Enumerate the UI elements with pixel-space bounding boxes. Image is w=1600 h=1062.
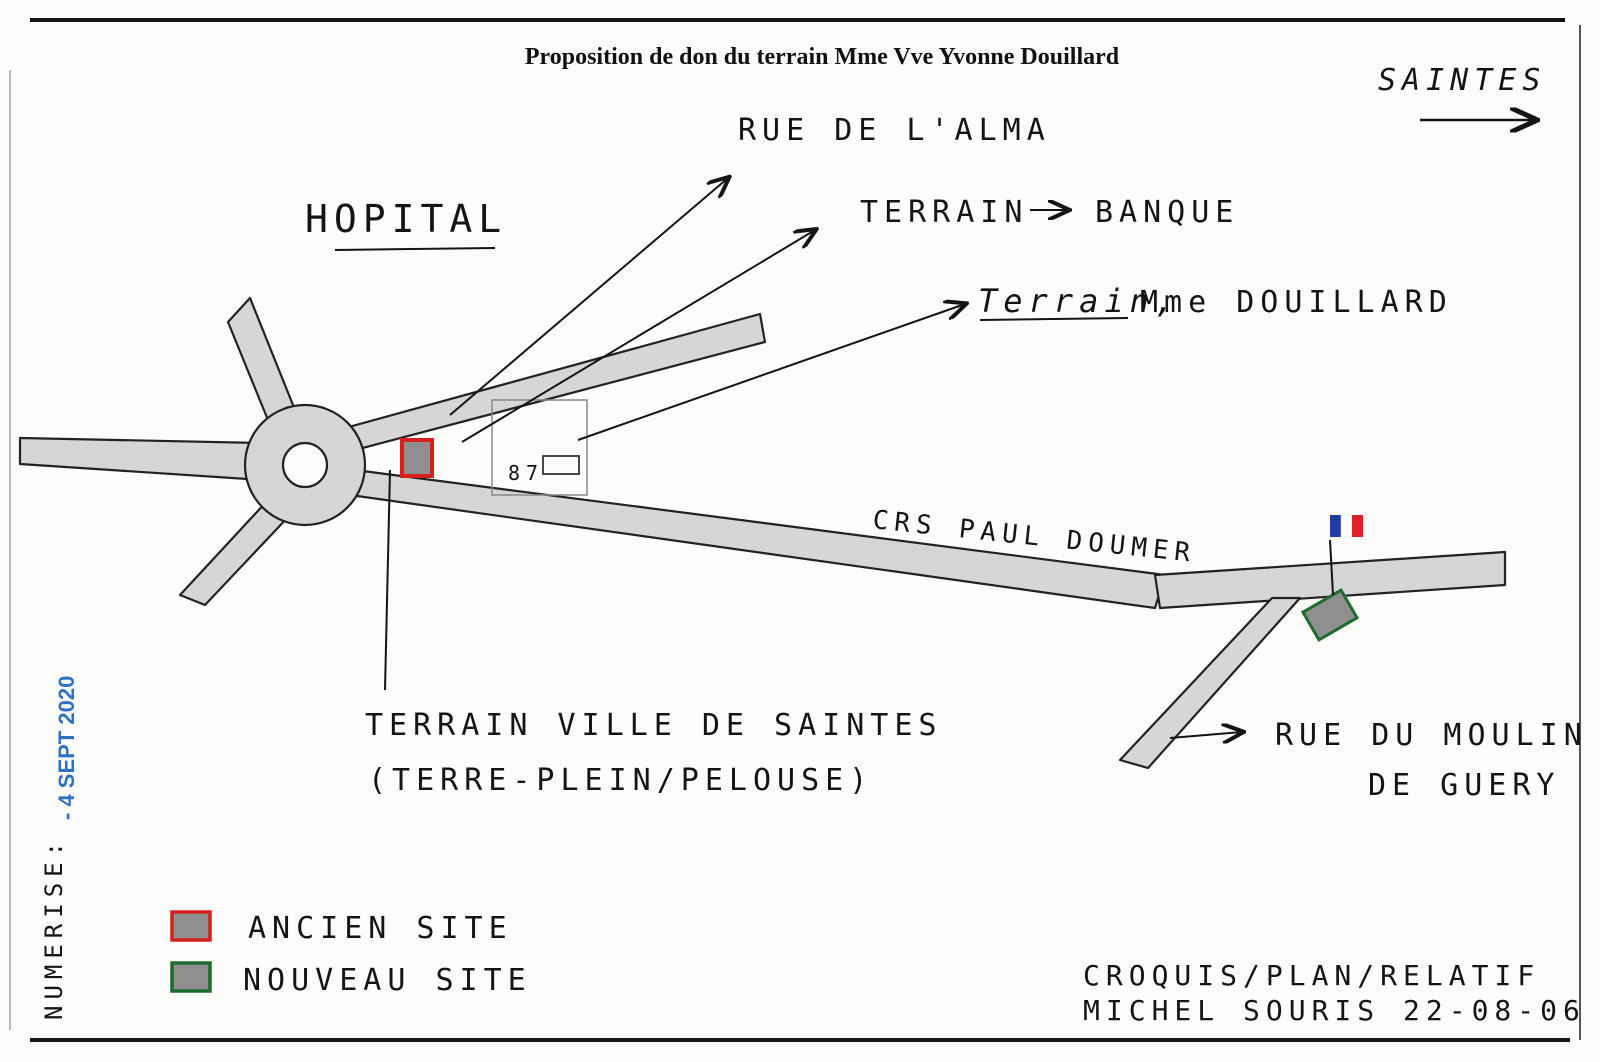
douillard-name-label: Mme DOUILLARD: [1140, 285, 1453, 320]
page-title: Proposition de don du terrain Mme Vve Yv…: [525, 44, 1120, 70]
hopital-label: HOPITAL: [305, 197, 507, 241]
terrain-underline: [979, 317, 1129, 321]
new-site-marker: [1300, 588, 1360, 642]
legend-old-site-label: ANCIEN SITE: [248, 911, 513, 946]
roads: [18, 296, 1507, 770]
pointer-rue-moulin: [1169, 732, 1242, 738]
signature-line1: CROQUIS/PLAN/RELATIF: [1083, 959, 1540, 992]
pointer-terrain-ville: [384, 469, 391, 691]
road-rue-alma: [343, 312, 767, 452]
stamp-date: - 4 SEPT 2020: [54, 676, 79, 820]
hopital-underline: [334, 247, 496, 251]
road-rue-moulin-de-guery: [1118, 596, 1302, 770]
legend-new-site-label: NOUVEAU SITE: [243, 963, 532, 998]
terrain-ville-label-line1: TERRAIN VILLE DE SAINTES: [365, 708, 942, 743]
pointer-terrain-banque: [461, 230, 815, 443]
road-west: [18, 436, 264, 482]
terrain-ville-label-line2: (TERRE-PLEIN/PELOUSE): [368, 763, 873, 798]
terrain-banque-label-left: TERRAIN: [860, 195, 1028, 230]
road-east: [1153, 550, 1507, 610]
old-site-marker: [400, 438, 434, 478]
pointer-terrain-douillard: [577, 304, 965, 441]
terrain-banque-label-right: BANQUE: [1095, 195, 1239, 230]
roundabout-island: [281, 441, 329, 489]
road-northwest: [226, 296, 297, 427]
rue-moulin-label-line2: DE GUERY: [1368, 768, 1561, 803]
house-87: [542, 455, 580, 475]
legend-old-site-swatch: [170, 910, 212, 942]
stamp-prefix: NUMERISE:: [40, 836, 68, 1020]
pointer-rue-alma: [449, 178, 728, 416]
plot-outline: [491, 399, 588, 496]
house-number: 87: [508, 461, 544, 485]
saintes-label: SAINTES: [1378, 63, 1546, 98]
signature-line2: MICHEL SOURIS 22-08-06: [1083, 994, 1586, 1027]
rue-alma-label: RUE DE L'ALMA: [738, 113, 1051, 148]
legend: ANCIEN SITE NOUVEAU SITE: [170, 910, 532, 998]
digitization-stamp: NUMERISE: - 4 SEPT 2020: [40, 676, 79, 1020]
legend-new-site-swatch: [170, 961, 212, 993]
terrain-douillard-label: Terrain,: [978, 282, 1180, 320]
rue-moulin-label-line1: RUE DU MOULIN: [1275, 718, 1588, 753]
french-flag-icon: [1329, 514, 1363, 596]
